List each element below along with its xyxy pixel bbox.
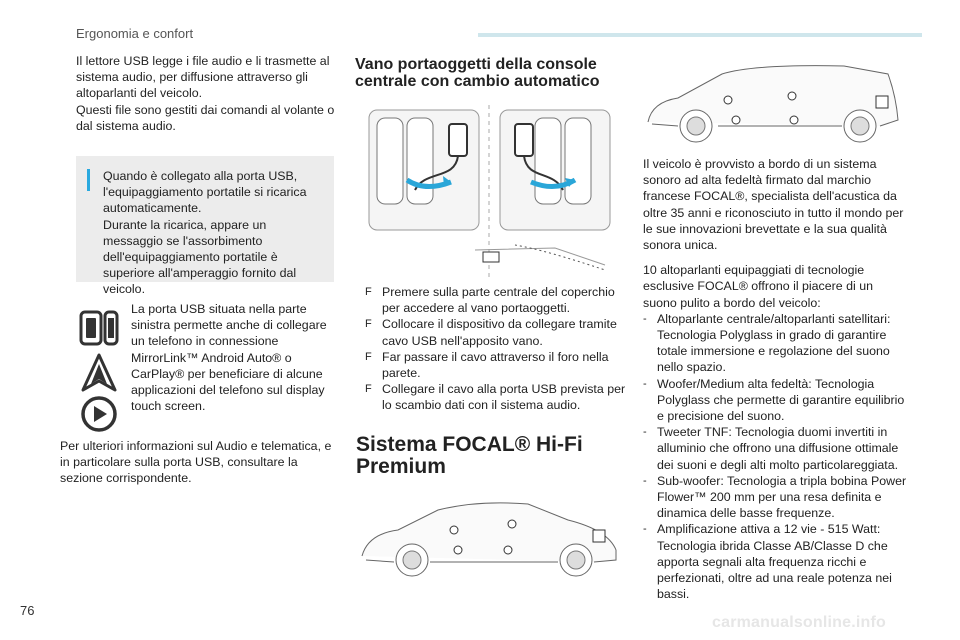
dash-marker: - xyxy=(643,474,647,487)
mirrorlink-icon xyxy=(79,310,119,346)
speaker-item: -Sub-woofer: Tecnologia a tripla bobina … xyxy=(643,473,908,522)
speaker-text: Woofer/Medium alta fedeltà: Tecnologia P… xyxy=(657,376,905,424)
watermark: carmanualsonline.info xyxy=(712,614,887,631)
speaker-text: Altoparlante centrale/altoparlanti satel… xyxy=(657,311,891,375)
instructions: F Premere sulla parte centrale del coperc… xyxy=(365,284,627,414)
carplay-icon xyxy=(81,396,117,432)
speaker-text: Tweeter TNF: Tecnologia duomi invertiti … xyxy=(657,425,899,472)
focal-title: Sistema FOCAL® Hi-Fi Premium xyxy=(356,433,583,478)
dash-marker: - xyxy=(643,426,647,439)
step-marker: F xyxy=(365,286,372,298)
speaker-text: Amplificazione attiva a 12 vie - 515 Wat… xyxy=(657,522,892,602)
page-header: Ergonomia e confort xyxy=(0,0,960,41)
speaker-item: -Woofer/Medium alta fedeltà: Tecnologia … xyxy=(643,376,908,425)
dash-marker: - xyxy=(643,523,647,536)
speaker-list: -Altoparlante centrale/altoparlanti sate… xyxy=(643,311,908,603)
storage-title: Vano portaoggetti della console centrale… xyxy=(355,56,600,90)
step-text: Far passare il cavo attraverso il foro n… xyxy=(382,349,609,381)
intro-paragraph-2: Questi file sono gestiti dai comandi al … xyxy=(76,102,335,133)
step-item: F Collegare il cavo alla porta USB previs… xyxy=(365,381,627,413)
speaker-item: -Amplificazione attiva a 12 vie - 515 Wa… xyxy=(643,521,908,602)
step-item: F Far passare il cavo attraverso il foro … xyxy=(365,349,627,381)
page-number: 76 xyxy=(20,603,35,618)
step-marker: F xyxy=(365,318,372,331)
info-box: Quando è collegato alla porta USB, l'equ… xyxy=(76,156,334,296)
focal-paragraph-1: Il veicolo è provvisto a bordo di un sis… xyxy=(643,157,904,253)
step-item: F Collocare il dispositivo da collegare t… xyxy=(365,316,627,348)
step-text: Collegare il cavo alla porta USB previst… xyxy=(382,382,626,413)
wagon-speaker-diagram xyxy=(647,65,899,143)
step-text: Premere sulla parte centrale del coperch… xyxy=(382,285,615,316)
android-auto-icon xyxy=(81,353,117,392)
speaker-item: -Altoparlante centrale/altoparlanti sate… xyxy=(643,311,908,376)
more-info-text: Per ulteriori informazioni sul Audio e t… xyxy=(60,439,332,486)
intro-text: Il lettore USB legge i file audio e li t… xyxy=(76,53,338,134)
step-text: Collocare il dispositivo da collegare tr… xyxy=(382,317,617,348)
steps-list: F Premere sulla parte centrale del coperc… xyxy=(365,284,627,414)
dash-marker: - xyxy=(643,377,647,390)
info-paragraph: Quando è collegato alla porta USB, l'equ… xyxy=(103,169,307,216)
step-marker: F xyxy=(365,350,372,363)
step-marker: F xyxy=(365,383,372,396)
speaker-text: Sub-woofer: Tecnologia a tripla bobina P… xyxy=(657,473,907,521)
sedan-speaker-diagram xyxy=(361,502,617,577)
intro-paragraph: Il lettore USB legge i file audio e li t… xyxy=(76,54,330,101)
focal-paragraph-2: 10 altoparlanti equipaggiati di tecnolog… xyxy=(643,263,873,310)
console-diagram xyxy=(368,105,611,280)
section-title: Ergonomia e confort xyxy=(76,26,194,41)
speaker-item: -Tweeter TNF: Tecnologia duomi invertiti… xyxy=(643,424,908,473)
dash-marker: - xyxy=(643,312,647,325)
info-paragraph-2: Durante la ricarica, appare un messaggio… xyxy=(103,217,297,297)
info-marker xyxy=(87,169,90,191)
info-text: Quando è collegato alla porta USB, l'equ… xyxy=(103,168,329,298)
step-item: F Premere sulla parte centrale del coperc… xyxy=(365,284,627,316)
focal-description: Il veicolo è provvisto a bordo di un sis… xyxy=(643,156,908,602)
header-rule xyxy=(478,33,922,37)
usb-connection-text: La porta USB situata nella parte sinistr… xyxy=(131,302,327,414)
